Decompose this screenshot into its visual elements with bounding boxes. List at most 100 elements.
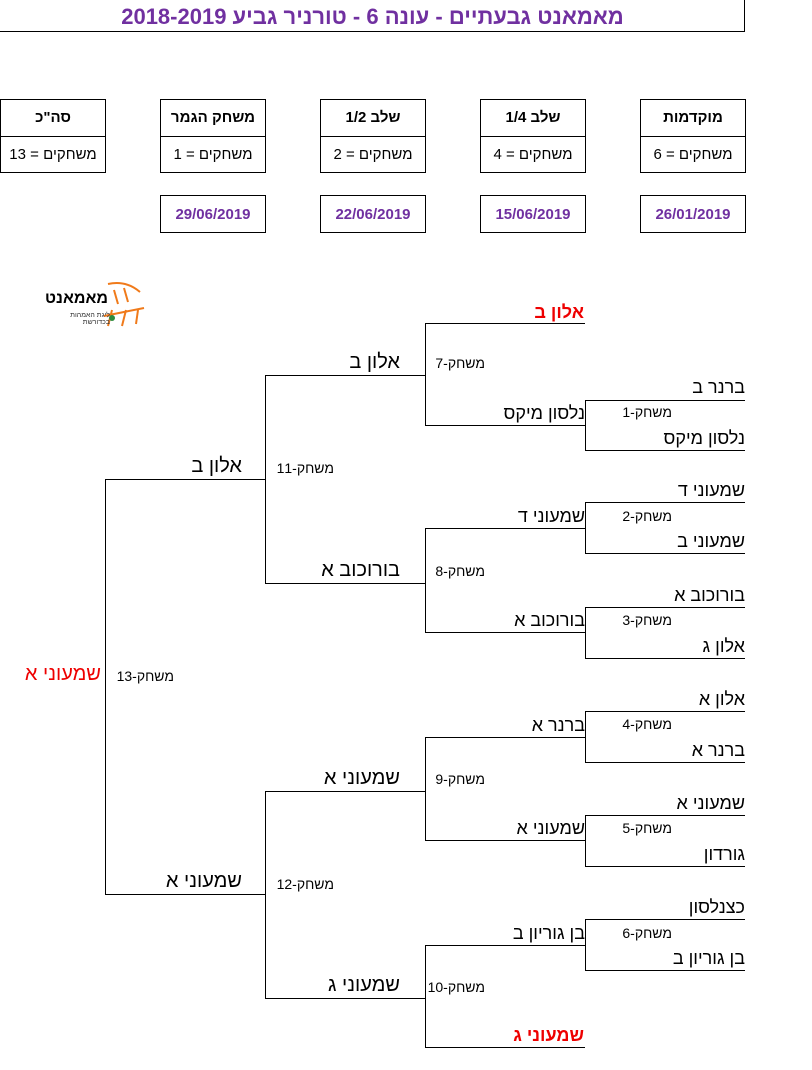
team-r4: אלון ב [191, 455, 242, 477]
stage-count: משחקים = 4 [493, 146, 573, 163]
line [585, 607, 745, 608]
stage-name: מוקדמות [641, 100, 745, 137]
stage-quarters: שלב 1/4 משחקים = 4 [480, 99, 586, 173]
line [425, 1047, 585, 1048]
team-r1: ברנר ב [692, 377, 745, 397]
game-label: משחק-12 [276, 876, 334, 892]
line [265, 998, 425, 999]
team-r1: אלון א [698, 689, 745, 709]
game-label: משחק-5 [622, 820, 672, 836]
line [585, 502, 586, 554]
line [585, 866, 745, 867]
line [585, 919, 745, 920]
line [585, 919, 586, 971]
team-r1: שמעוני ב [677, 531, 745, 551]
stage-name: סה"כ [1, 100, 105, 137]
line [585, 815, 586, 867]
stage-name: משחק הגמר [161, 100, 265, 137]
champion: שמעוני א [24, 663, 101, 685]
page-title: מאמאנט גבעתיים - עונה 6 - טורניר גביע 20… [121, 4, 624, 29]
line [425, 323, 426, 426]
line [425, 737, 426, 841]
line [425, 737, 585, 738]
game-label: משחק-6 [622, 925, 672, 941]
line [265, 791, 425, 792]
date-prelims: 26/01/2019 [640, 195, 746, 233]
line [105, 479, 106, 895]
stage-count: משחקים = 1 [173, 146, 253, 163]
game-label: משחק-7 [435, 355, 485, 371]
game-label: משחק-8 [435, 563, 485, 579]
title-box [0, 0, 745, 32]
team-r2: ברנר א [531, 715, 585, 735]
line [425, 840, 585, 841]
logo: מאמאנט ליגת האמהות בכדורשת [45, 280, 148, 335]
logo-text: מאמאנט [45, 290, 108, 307]
stage-prelims: מוקדמות משחקים = 6 [640, 99, 746, 173]
line [265, 583, 425, 584]
logo-subtext: ליגת האמהות בכדורשת [70, 312, 110, 326]
team-r2: בן גוריון ב [512, 923, 585, 943]
game-label: משחק-9 [435, 771, 485, 787]
line [585, 607, 586, 659]
line [265, 375, 425, 376]
game-label: משחק-1 [622, 404, 672, 420]
game-label: משחק-11 [276, 460, 334, 476]
line [585, 400, 745, 401]
team-r2: שמעוני א [516, 818, 585, 838]
stage-final: משחק הגמר משחקים = 1 [160, 99, 266, 173]
line [425, 632, 585, 633]
team-r3: אלון ב [349, 351, 400, 373]
line [585, 762, 745, 763]
stage-semis: שלב 1/2 משחקים = 2 [320, 99, 426, 173]
line [425, 528, 585, 529]
line [585, 970, 745, 971]
team-r1: כצנלסון [688, 897, 745, 917]
date-final: 29/06/2019 [160, 195, 266, 233]
team-r2: בורוכוב א [514, 610, 585, 630]
date-semis: 22/06/2019 [320, 195, 426, 233]
line [585, 711, 745, 712]
line [585, 553, 745, 554]
stage-name: שלב 1/2 [321, 100, 425, 137]
line [585, 815, 745, 816]
line [425, 323, 585, 324]
team-r1: גורדון [703, 844, 745, 864]
team-r3: שמעוני ג [328, 974, 400, 996]
game-label: משחק-3 [622, 612, 672, 628]
stage-total: סה"כ משחקים = 13 [0, 99, 106, 173]
line [585, 450, 745, 451]
game-label: משחק-13 [116, 668, 174, 684]
team-r1: ברנר א [691, 740, 745, 760]
line [585, 400, 586, 451]
date-quarters: 15/06/2019 [480, 195, 586, 233]
line [425, 945, 426, 1048]
team-r1: נלסון מיקס [663, 428, 745, 448]
team-r2-winner: שמעוני ג [513, 1025, 584, 1045]
stage-count: משחקים = 6 [653, 146, 733, 163]
team-r3: שמעוני א [323, 767, 400, 789]
stage-count: משחקים = 2 [333, 146, 413, 163]
game-label: משחק-4 [622, 716, 672, 732]
team-r2: נלסון מיקס [503, 403, 585, 423]
team-r1: שמעוני ד [677, 480, 745, 500]
team-r3: בורוכוב א [321, 559, 400, 581]
line [585, 711, 586, 763]
stage-count: משחקים = 13 [9, 146, 97, 163]
team-r1: בן גוריון ב [672, 948, 745, 968]
line [265, 375, 266, 584]
line [425, 528, 426, 633]
line [425, 945, 585, 946]
line [105, 894, 265, 895]
line [105, 479, 265, 480]
team-r2-winner: אלון ב [534, 302, 584, 322]
stage-name: שלב 1/4 [481, 100, 585, 137]
line [265, 791, 266, 999]
team-r1: בורוכוב א [674, 585, 745, 605]
line [425, 425, 585, 426]
game-label: משחק-10 [427, 979, 485, 995]
team-r4: שמעוני א [165, 870, 242, 892]
line [585, 502, 745, 503]
team-r2: שמעוני ד [517, 506, 585, 526]
team-r1: אלון ג [702, 636, 745, 656]
